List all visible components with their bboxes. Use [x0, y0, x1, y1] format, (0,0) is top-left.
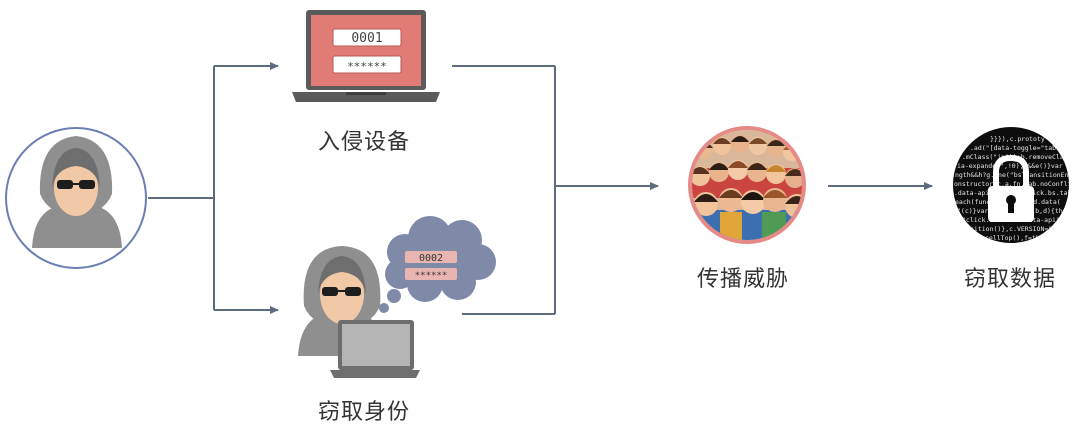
crowd-image: [688, 126, 806, 244]
hacker-avatar: [5, 127, 147, 269]
data-lock-image: }}}),c.prototy .ad("[data-toggle="tab"] …: [953, 127, 1080, 243]
code-line-2: .ad("[data-toggle="tab"]: [970, 144, 1064, 152]
label-steal-data: 窃取数据: [964, 267, 1057, 292]
label-steal-identity: 窃取身份: [318, 400, 411, 425]
thought-password-field: ******: [415, 271, 448, 281]
code-line-1: }}}),c.prototy: [990, 135, 1045, 143]
code-line-4: ia-expanded",!0),e&&e()}var g=d.: [957, 162, 1080, 170]
laptop-login: 0001 ******: [292, 10, 440, 102]
thought-bubble: 0002 ******: [379, 216, 496, 313]
identity-thief: [298, 246, 420, 378]
label-spread-threat: 传播威胁: [697, 267, 790, 292]
code-line-5: ngth&&h?g.one("bsTransitionEnd",f): [955, 171, 1080, 179]
code-line-11: sition()},c.VERSION="3.3.7": [970, 225, 1076, 233]
label-intrude-device: 入侵设备: [318, 130, 411, 155]
thought-username-field: 0002: [419, 253, 443, 264]
connector-lines: [148, 62, 933, 315]
code-line-6: onstructor=c,a.fn.tab.noConflict=: [954, 180, 1080, 188]
code-line-12: cellTop(),f=this: [985, 234, 1048, 242]
laptop-password-field: ******: [347, 60, 387, 73]
laptop-username-field: 0001: [351, 31, 382, 46]
